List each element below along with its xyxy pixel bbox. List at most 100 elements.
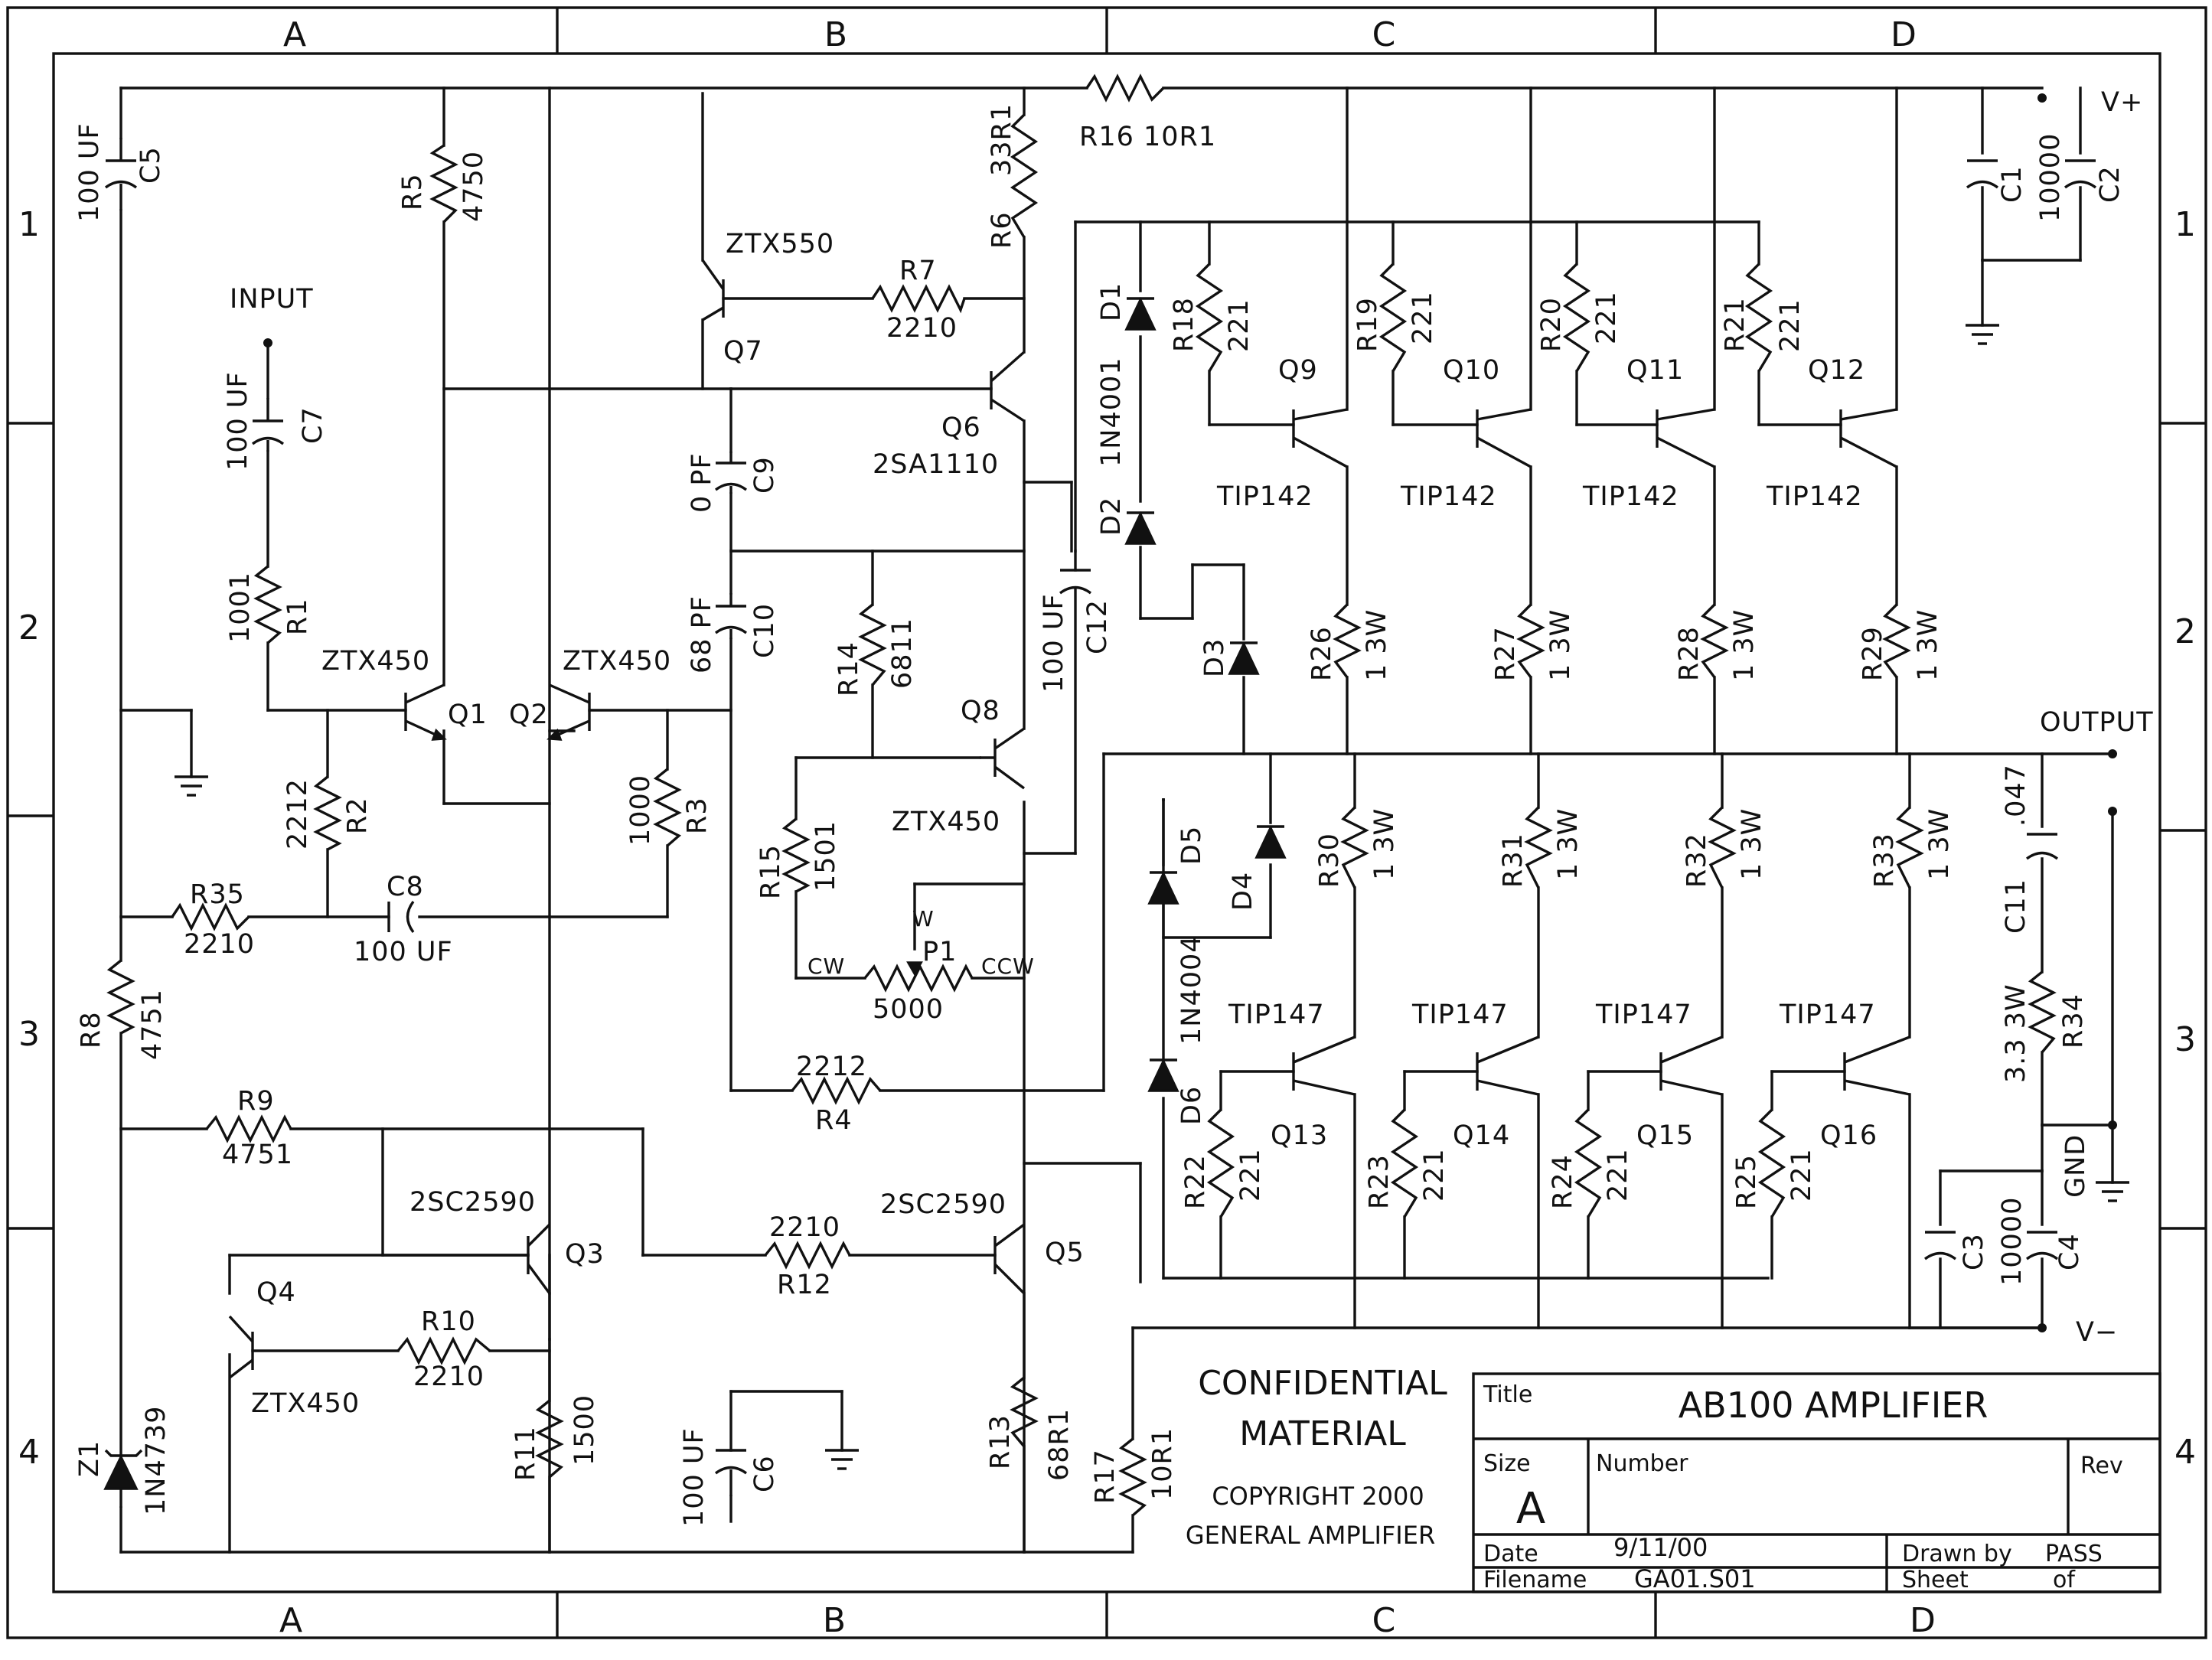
ground-symbol-c6 — [825, 1449, 859, 1470]
output-return-terminal — [2108, 807, 2117, 816]
wires — [119, 86, 2114, 1554]
label-r21: R21 — [1720, 297, 1750, 352]
label-r1-value: 1001 — [225, 572, 256, 643]
label-r22-value: 221 — [1235, 1148, 1266, 1202]
r3-resistor — [653, 768, 682, 847]
label-q10: Q10 — [1443, 355, 1500, 386]
label-r28-value: 1 3W — [1729, 609, 1760, 681]
q14-transistor — [1476, 1035, 1539, 1096]
label-r29: R29 — [1858, 626, 1888, 681]
r9-resistor — [205, 1114, 292, 1143]
title-block: CONFIDENTIAL MATERIAL COPYRIGHT 2000 GEN… — [1186, 1364, 2161, 1593]
label-r30-value: 1 3W — [1369, 808, 1400, 880]
label-r23: R23 — [1364, 1154, 1395, 1209]
label-d6: D6 — [1176, 1086, 1207, 1125]
label-r5-value: 4750 — [458, 151, 489, 222]
d2-diode — [1124, 511, 1157, 545]
col-label-c-bottom: C — [1372, 1601, 1396, 1640]
col-label-d-bottom: D — [1910, 1601, 1936, 1640]
d4-diode — [1254, 825, 1287, 859]
q12-transistor — [1839, 408, 1897, 468]
label-q10-type: TIP142 — [1400, 481, 1497, 512]
of-label: of — [2053, 1567, 2076, 1593]
label-r9: R9 — [237, 1086, 275, 1117]
q5-transistor — [993, 1223, 1026, 1295]
r13-resistor — [1010, 1376, 1039, 1448]
c12-capacitor — [1059, 569, 1092, 595]
r6-resistor — [1010, 113, 1039, 238]
row-label-3-left: 3 — [18, 1015, 40, 1054]
label-q13-type: TIP147 — [1228, 1000, 1325, 1030]
q6-transistor — [990, 351, 1026, 422]
label-r17: R17 — [1090, 1449, 1121, 1504]
label-r17-value: 10R1 — [1147, 1427, 1178, 1500]
label-r32: R32 — [1682, 833, 1712, 888]
label-q2-value: ZTX450 — [563, 646, 671, 677]
label-r2: R2 — [342, 797, 373, 834]
label-c9-value: 0 PF — [687, 452, 717, 513]
q13-transistor — [1292, 1035, 1356, 1096]
label-r18-value: 221 — [1224, 298, 1254, 352]
label-r29-value: 1 3W — [1913, 609, 1943, 681]
label-r34-value: 3.3 3W — [2001, 983, 2031, 1083]
label-c5-value: 100 UF — [74, 122, 105, 222]
label-r25: R25 — [1731, 1154, 1762, 1209]
c5-capacitor — [104, 138, 138, 210]
c6-capacitor — [714, 1449, 748, 1496]
p1-potentiometer — [863, 964, 974, 993]
c7-capacitor — [251, 398, 285, 452]
d1-diode — [1124, 297, 1157, 331]
col-label-a-top: A — [283, 15, 306, 54]
label-q4: Q4 — [256, 1277, 296, 1308]
label-r19-value: 221 — [1408, 291, 1438, 344]
date-label: Date — [1483, 1541, 1538, 1567]
label-r20: R20 — [1536, 297, 1567, 352]
row-label-4-left: 4 — [18, 1433, 40, 1472]
label-c8-value: 100 UF — [354, 937, 453, 967]
r10-resistor — [396, 1336, 491, 1365]
label-q9: Q9 — [1278, 355, 1318, 386]
label-r23-value: 221 — [1419, 1148, 1450, 1202]
r12-resistor — [764, 1241, 851, 1270]
label-r33-value: 1 3W — [1924, 808, 1955, 880]
company-text: GENERAL AMPLIFIER — [1186, 1521, 1435, 1550]
label-q7-value: ZTX550 — [726, 229, 834, 259]
q7-transistor — [701, 259, 725, 321]
input-terminal — [263, 338, 272, 347]
label-r26-value: 1 3W — [1362, 609, 1392, 681]
label-c7: C7 — [298, 406, 328, 444]
label-r25-value: 221 — [1786, 1148, 1817, 1202]
filename-value: GA01.S01 — [1634, 1564, 1756, 1593]
label-c3: C3 — [1959, 1233, 1989, 1270]
components — [103, 73, 2129, 1517]
lower-stage-wires — [1219, 752, 1911, 1329]
grid-labels: A B C D A B C D 1 2 3 4 1 2 3 4 — [18, 15, 2196, 1640]
label-r4: R4 — [815, 1105, 853, 1136]
drawn-by-label: Drawn by — [1902, 1541, 2012, 1567]
copyright-text: COPYRIGHT 2000 — [1212, 1482, 1424, 1511]
row-label-3-right: 3 — [2174, 1020, 2196, 1059]
r20-resistor — [1562, 263, 1591, 372]
label-r11: R11 — [511, 1426, 541, 1481]
label-r6-value: 33R1 — [987, 103, 1017, 176]
label-z1-value: 1N4739 — [141, 1405, 171, 1515]
label-r28: R28 — [1674, 626, 1705, 681]
label-r14: R14 — [834, 641, 864, 696]
label-r11-value: 1500 — [569, 1394, 600, 1466]
r32-resistor — [1708, 806, 1737, 889]
q2-transistor — [546, 683, 591, 741]
c2-capacitor — [2064, 159, 2097, 189]
r7-resistor — [871, 284, 966, 314]
label-q3: Q3 — [565, 1239, 605, 1270]
label-r32-value: 1 3W — [1737, 808, 1767, 880]
label-c2: C2 — [2095, 165, 2126, 203]
q11-transistor — [1656, 408, 1715, 468]
label-c6: C6 — [749, 1455, 780, 1492]
label-q3-value: 2SC2590 — [409, 1187, 536, 1218]
label-r7: R7 — [899, 256, 937, 286]
r4-resistor — [791, 1076, 882, 1105]
label-q5-value: 2SC2590 — [880, 1189, 1006, 1220]
r22-resistor — [1206, 1108, 1235, 1218]
label-r24-value: 221 — [1603, 1148, 1633, 1202]
q4-transistor — [228, 1315, 254, 1379]
